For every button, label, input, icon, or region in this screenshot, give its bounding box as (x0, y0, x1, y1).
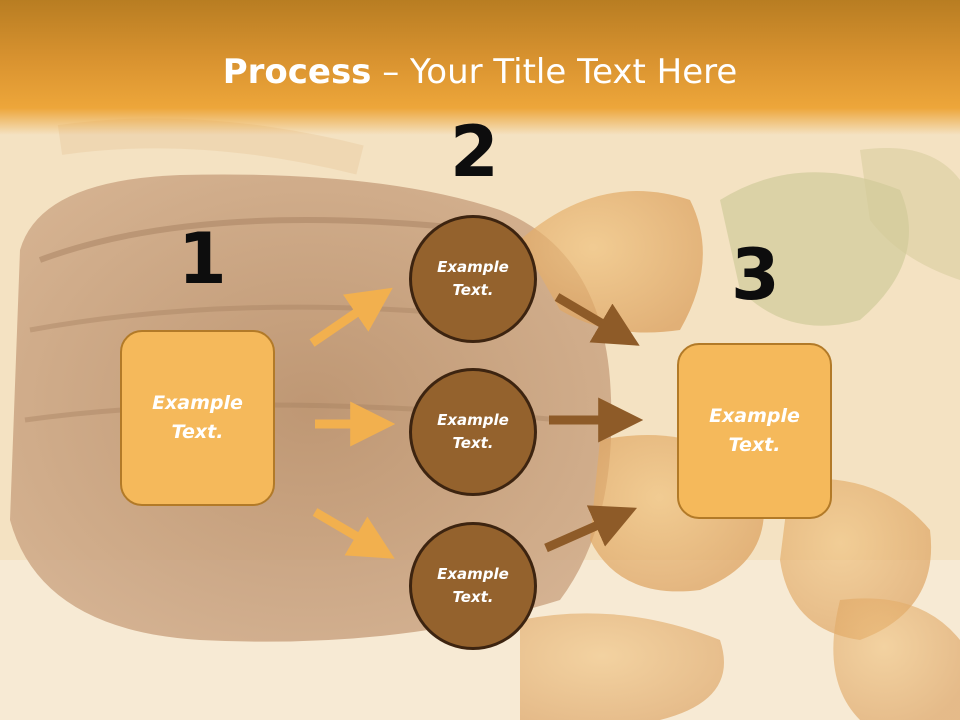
arrow-1-to-bottom (312, 508, 395, 559)
step-2-circle-middle[interactable]: Example Text. (409, 368, 537, 496)
arrow-top-to-3 (554, 293, 640, 346)
title-bar (0, 0, 960, 135)
step-2-circle-bottom-text: Example Text. (437, 565, 509, 606)
step-2-circle-top[interactable]: Example Text. (409, 215, 537, 343)
step-2-circle-top-text: Example Text. (437, 258, 509, 299)
step-2-circle-middle-text: Example Text. (437, 411, 509, 452)
arrow-bottom-to-3 (544, 505, 638, 553)
arrow-1-to-top (309, 287, 393, 347)
step-3-box[interactable]: Example Text. (677, 343, 832, 519)
title-bold: Process (222, 52, 372, 92)
title-rest: – Your Title Text Here (371, 52, 738, 92)
step-1-box[interactable]: Example Text. (120, 330, 275, 506)
step-number-3: 3 (731, 234, 780, 316)
slide-title: Process – Your Title Text Here (0, 52, 960, 92)
step-number-2: 2 (450, 111, 499, 193)
step-2-circle-bottom[interactable]: Example Text. (409, 522, 537, 650)
step-1-text: Example Text. (152, 392, 243, 443)
step-number-1: 1 (178, 218, 227, 300)
step-3-text: Example Text. (709, 405, 800, 456)
